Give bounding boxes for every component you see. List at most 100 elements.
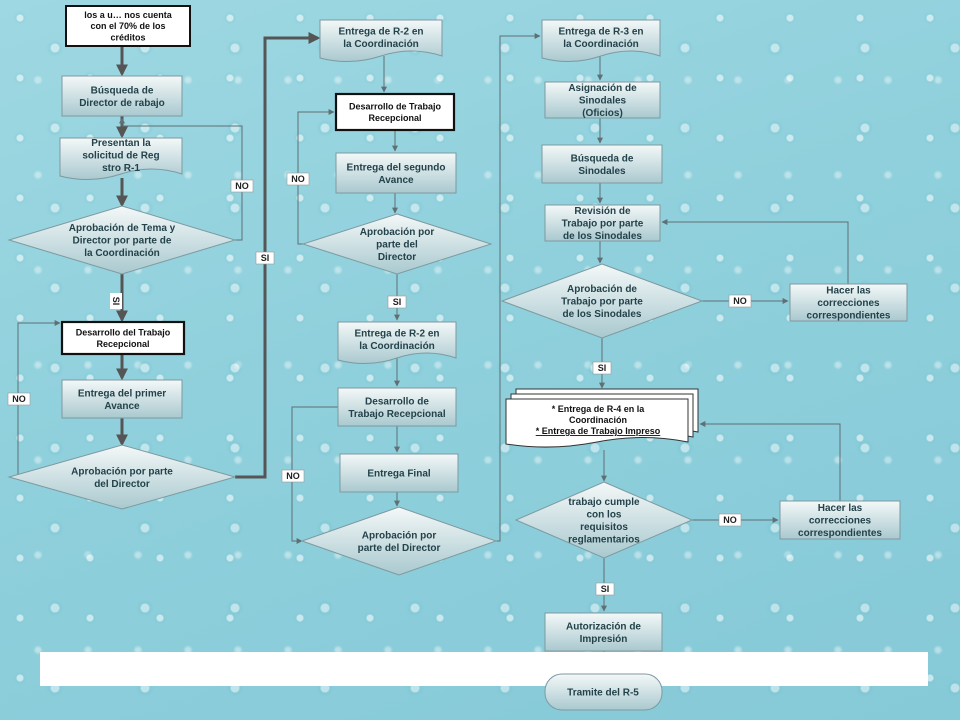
document-shape [337,321,457,364]
tag-text: SI [111,297,121,306]
tag-no-5: NO [728,294,752,308]
tag-si-4: SI [595,582,615,596]
process-box [339,453,459,493]
si-to-col2 [235,32,321,479]
tag-text: NO [291,174,305,184]
tag-text: SI [598,363,607,373]
branch-tags: NO SI SI NO NO SI NO NO SI NO SI [7,172,752,596]
tag-bg [286,172,310,186]
process-box [60,320,186,356]
tag-text: NO [733,296,747,306]
tag-no-3: NO [286,172,310,186]
tag-bg [281,469,305,483]
node-entrega-final: Entrega Final [339,453,459,493]
document-shape [319,19,443,62]
tag-text: SI [601,584,610,594]
tag-bg [592,361,612,375]
process-box [61,75,183,117]
document-shape [541,19,661,62]
tag-bg [718,513,742,527]
tag-no-6: NO [718,513,742,527]
process-box [541,144,663,184]
process-box [544,204,661,242]
entrega_final-label: Entrega Final [367,469,431,480]
tag-text: SI [261,253,270,263]
tag-no-1: NO [230,179,254,193]
tag-bg [255,251,275,265]
decision-diamond [7,205,237,275]
tag-text: NO [12,394,26,404]
tag-no-2: NO [7,392,31,406]
tag-si-1: SI [255,251,275,265]
tag-text: NO [286,471,300,481]
tag-bg [595,582,615,596]
document-shape [59,137,183,180]
tag-bg [110,293,122,309]
correcciones-2-back [699,421,841,501]
decision-diamond [500,263,704,339]
tag-si-1b: SI [110,293,122,309]
process-box [65,5,191,47]
correcciones-1-back [661,219,849,284]
document-stack-sheet [505,398,689,448]
process-box [334,92,456,132]
tag-bg [387,295,407,309]
process-box [544,81,661,119]
no-loop-tema [119,117,243,241]
tag-text: NO [235,181,249,191]
bottom-banner [40,652,928,686]
process-box [337,387,457,427]
tag-text: NO [723,515,737,525]
process-box [544,612,663,652]
si-to-col3 [496,33,541,542]
tag-text: SI [393,297,402,307]
tag-bg [728,294,752,308]
process-box [335,152,457,194]
tag-si-3: SI [592,361,612,375]
tag-no-4: NO [281,469,305,483]
